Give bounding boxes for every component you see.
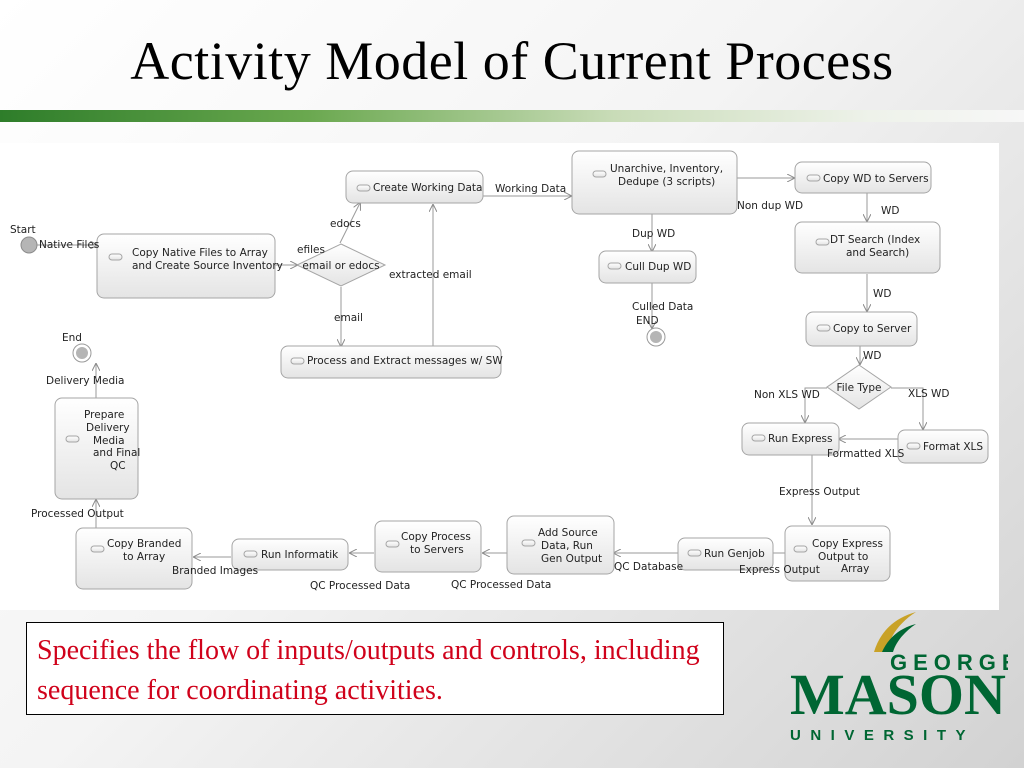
svg-text:and Final: and Final	[93, 447, 140, 459]
start-node	[20, 236, 38, 254]
logo-mason-text: MASON	[790, 662, 1006, 727]
label-edocs: edocs	[330, 218, 361, 230]
svg-text:Copy Express: Copy Express	[812, 538, 883, 550]
label-dup-wd: Dup WD	[632, 228, 675, 240]
label-formatted-xls: Formatted XLS	[827, 448, 905, 460]
svg-text:Add Source: Add Source	[538, 527, 598, 539]
label-efiles: efiles	[297, 244, 325, 256]
label-extracted-email: extracted email	[389, 269, 472, 281]
start-label: Start	[10, 224, 36, 236]
edge-edocs	[339, 203, 360, 244]
edges	[37, 178, 923, 557]
george-mason-logo: MASON GEORGE UNIVERSITY	[782, 610, 1017, 750]
svg-text:Dedupe (3 scripts): Dedupe (3 scripts)	[618, 176, 715, 188]
title-divider-bar	[0, 110, 1024, 122]
label-non-xls-wd: Non XLS WD	[754, 389, 820, 401]
george-mason-logo-svg: MASON GEORGE UNIVERSITY	[790, 612, 1017, 744]
node-copy-native-files[interactable]: Copy Native Files to Array and Create So…	[96, 233, 283, 299]
node-run-express[interactable]: Run Express	[741, 422, 840, 456]
activity-diagram: Start End Copy Native Files to Array and…	[0, 143, 999, 610]
label-delivery-media: Delivery Media	[46, 375, 124, 387]
svg-text:Gen Output: Gen Output	[541, 553, 602, 565]
label-qc-database: QC Database	[614, 561, 683, 573]
label-end-small: END	[636, 315, 659, 327]
node-unarchive-inventory-dedupe[interactable]: Unarchive, Inventory, Dedupe (3 scripts)	[571, 150, 738, 215]
svg-text:Cull Dup WD: Cull Dup WD	[625, 261, 691, 273]
node-cull-dup-wd[interactable]: Cull Dup WD	[598, 250, 697, 284]
svg-text:Array: Array	[841, 563, 869, 575]
activity-diagram-svg: Start End Copy Native Files to Array and…	[10, 150, 989, 592]
svg-text:email or edocs: email or edocs	[302, 260, 379, 272]
svg-text:Unarchive, Inventory,: Unarchive, Inventory,	[610, 163, 723, 175]
svg-text:QC: QC	[110, 460, 126, 472]
svg-text:to Array: to Array	[123, 551, 165, 563]
node-dt-search[interactable]: DT Search (Index and Search)	[794, 221, 941, 274]
label-wd-2: WD	[873, 288, 891, 300]
node-process-extract-messages[interactable]: Process and Extract messages w/ SW	[280, 345, 503, 379]
svg-text:Copy Process: Copy Process	[401, 531, 471, 543]
svg-text:Run Express: Run Express	[768, 433, 832, 445]
node-format-xls[interactable]: Format XLS	[897, 429, 989, 464]
node-add-source-data[interactable]: Add Source Data, Run Gen Output	[506, 515, 615, 575]
decision-email-or-edocs[interactable]: email or edocs	[295, 243, 387, 287]
caption-box: Specifies the flow of inputs/outputs and…	[26, 622, 724, 715]
label-xls-wd: XLS WD	[908, 388, 950, 400]
label-native-files: Native Files	[39, 239, 99, 251]
label-wd-3: WD	[863, 350, 881, 362]
slide-title: Activity Model of Current Process	[130, 31, 894, 91]
label-processed-output: Processed Output	[31, 508, 124, 520]
node-copy-branded-to-array[interactable]: Copy Branded to Array	[75, 527, 193, 590]
svg-text:Process and Extract messages w: Process and Extract messages w/ SW	[307, 355, 503, 367]
logo-flame-mark	[874, 612, 916, 652]
end-node	[72, 343, 92, 363]
svg-text:Output to: Output to	[818, 551, 868, 563]
edge-labels: Native Files efiles edocs email extracte…	[31, 183, 950, 592]
label-wd-1: WD	[881, 205, 899, 217]
label-qc-processed-2: QC Processed Data	[451, 579, 551, 591]
node-run-informatik[interactable]: Run Informatik	[231, 538, 349, 571]
svg-text:Create Working Data: Create Working Data	[373, 182, 482, 194]
logo-university-text: UNIVERSITY	[790, 727, 975, 744]
svg-text:DT Search (Index: DT Search (Index	[830, 234, 920, 246]
svg-text:Data, Run: Data, Run	[541, 540, 593, 552]
label-branded-images: Branded Images	[172, 565, 258, 577]
node-run-genjob[interactable]: Run Genjob	[677, 537, 774, 571]
end-node-culled	[646, 327, 666, 347]
svg-text:Prepare: Prepare	[84, 409, 124, 421]
svg-text:Delivery: Delivery	[86, 422, 130, 434]
svg-text:Copy Native Files to Array: Copy Native Files to Array	[132, 247, 268, 259]
label-qc-processed-1: QC Processed Data	[310, 580, 410, 592]
logo-leaf-mark	[882, 624, 916, 652]
svg-text:to Servers: to Servers	[410, 544, 464, 556]
svg-text:Format XLS: Format XLS	[923, 441, 983, 453]
node-copy-wd-to-servers[interactable]: Copy WD to Servers	[794, 161, 932, 194]
svg-text:Copy Branded: Copy Branded	[107, 538, 181, 550]
svg-text:and Create Source Inventory: and Create Source Inventory	[132, 260, 283, 272]
label-email: email	[334, 312, 363, 324]
edge-non-xls-wd	[805, 387, 827, 422]
svg-text:Run Genjob: Run Genjob	[704, 548, 765, 560]
logo-george-text: GEORGE	[890, 650, 1008, 675]
svg-text:Media: Media	[93, 435, 125, 447]
svg-text:Copy WD to Servers: Copy WD to Servers	[823, 173, 929, 185]
end-label: End	[62, 332, 82, 344]
label-working-data: Working Data	[495, 183, 566, 195]
svg-text:File Type: File Type	[836, 382, 881, 394]
decision-file-type[interactable]: File Type	[826, 364, 892, 410]
node-copy-process-to-servers[interactable]: Copy Process to Servers	[374, 520, 482, 573]
svg-text:Copy to Server: Copy to Server	[833, 323, 912, 335]
label-express-output-2: Express Output	[739, 564, 820, 576]
label-non-dup-wd: Non dup WD	[737, 200, 803, 212]
label-culled-data: Culled Data	[632, 301, 693, 313]
label-express-output-1: Express Output	[779, 486, 860, 498]
node-create-working-data[interactable]: Create Working Data	[345, 170, 484, 204]
caption-text: Specifies the flow of inputs/outputs and…	[37, 635, 700, 706]
node-prepare-delivery-media[interactable]: Prepare Delivery Media and Final QC	[54, 397, 140, 500]
svg-text:Run Informatik: Run Informatik	[261, 549, 339, 561]
node-copy-to-server[interactable]: Copy to Server	[805, 311, 918, 347]
node-copy-express-output[interactable]: Copy Express Output to Array	[784, 525, 891, 582]
svg-text:and Search): and Search)	[846, 247, 909, 259]
edge-xls-wd	[891, 387, 923, 429]
